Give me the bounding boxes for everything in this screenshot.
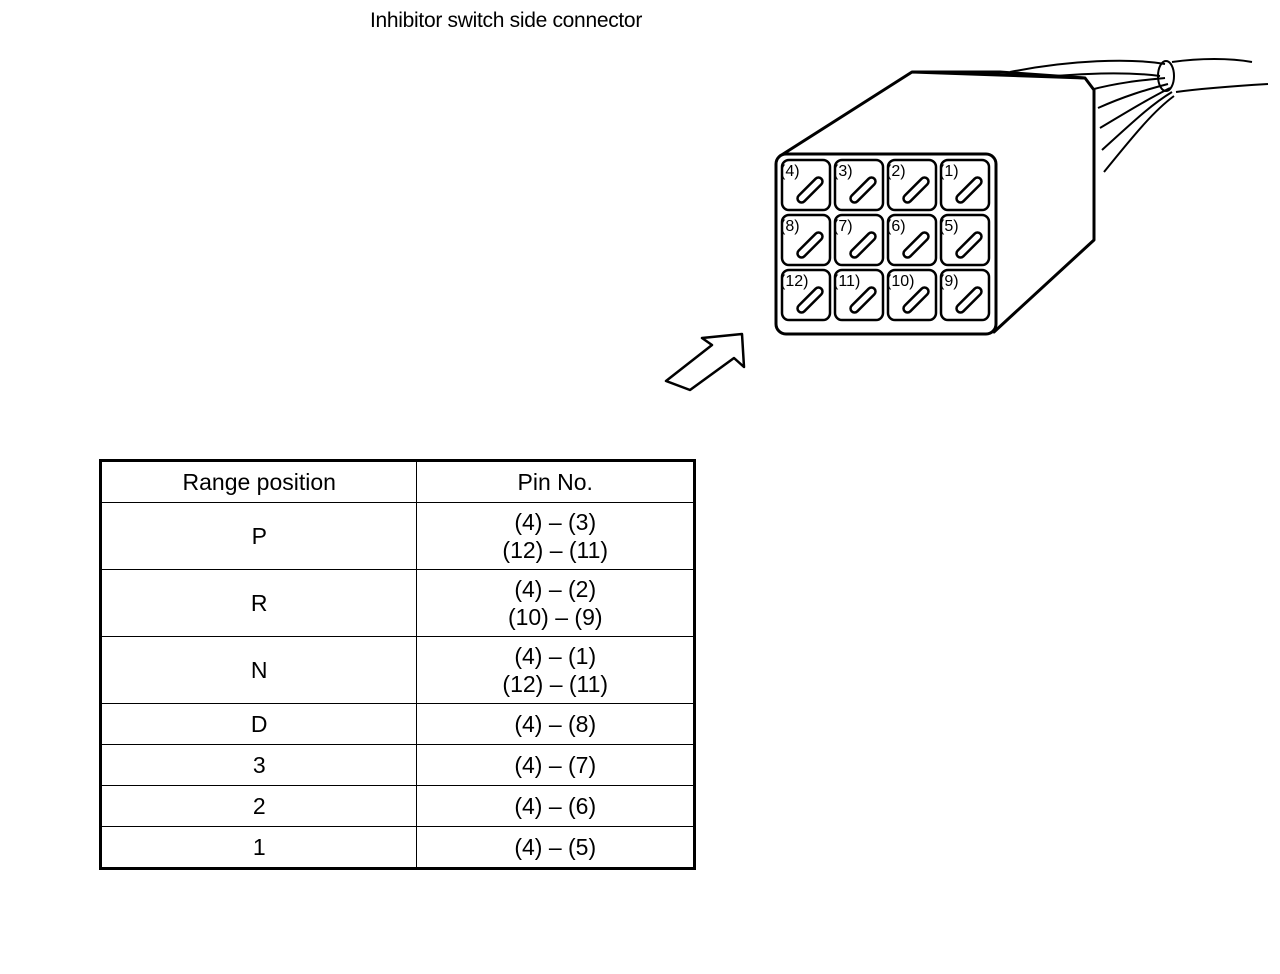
pin-label: (11) (833, 273, 860, 290)
pin-cavity (780, 158, 832, 212)
pin-cavity (886, 158, 938, 212)
pin-pair: (12) – (11) (502, 537, 609, 563)
connector-pin: (10) (886, 268, 938, 322)
range-cell: 3 (99, 744, 418, 786)
pin-terminal (849, 176, 877, 204)
pin-cavity (780, 268, 832, 322)
table-row: R (4) – (2) (10) – (9) (99, 569, 695, 637)
pin-cell: (4) – (7) (416, 744, 695, 786)
header-range-position: Range position (99, 460, 418, 503)
table-row: 2 (4) – (6) (99, 785, 695, 827)
wire-harness (1009, 58, 1269, 173)
connector-pin: (1) (939, 158, 991, 212)
pin-pair: (4) – (1) (514, 643, 597, 669)
range-pin-table: Range position Pin No. P (4) – (3) (12) … (99, 459, 696, 870)
pin-cavity (886, 213, 938, 267)
range-cell: P (99, 502, 418, 570)
connector-pin: (9) (939, 268, 991, 322)
pin-pair: (12) – (11) (502, 671, 609, 697)
pin-pair: (10) – (9) (507, 604, 603, 630)
pin-terminal (955, 176, 983, 204)
connector-pin: (2) (886, 158, 938, 212)
pin-terminal (902, 231, 930, 259)
range-cell: R (99, 569, 418, 637)
pin-label: (7) (833, 218, 853, 235)
pin-label: (8) (780, 218, 800, 235)
pin-label: (2) (886, 163, 906, 180)
pin-cavity (939, 213, 991, 267)
pin-cavity (939, 268, 991, 322)
table-row: 3 (4) – (7) (99, 744, 695, 786)
range-cell: D (99, 703, 418, 745)
table-row: 1 (4) – (5) (99, 826, 695, 869)
pin-terminal (849, 286, 877, 314)
pin-cell: (4) – (8) (416, 703, 695, 745)
pin-cavity (886, 268, 938, 322)
pin-pair: (4) – (3) (514, 509, 597, 535)
diagram-title: Inhibitor switch side connector (370, 9, 643, 32)
connector-pin: (3) (833, 158, 885, 212)
pin-label: (6) (886, 218, 906, 235)
pin-label: (9) (939, 273, 959, 290)
pin-pair: (4) – (8) (514, 711, 597, 737)
pin-pair: (4) – (5) (514, 834, 597, 860)
table-row: D (4) – (8) (99, 703, 695, 745)
pin-cavity (833, 268, 885, 322)
pin-cavity (833, 158, 885, 212)
pin-cell: (4) – (3) (12) – (11) (416, 502, 695, 570)
pin-pair: (4) – (2) (514, 576, 597, 602)
connector-pin: (8) (780, 213, 832, 267)
pin-label: (4) (780, 163, 800, 180)
pin-pair: (4) – (6) (514, 793, 597, 819)
pin-cell: (4) – (2) (10) – (9) (416, 569, 695, 637)
connector-pin: (5) (939, 213, 991, 267)
pin-cell: (4) – (1) (12) – (11) (416, 636, 695, 704)
pin-cavity (939, 158, 991, 212)
pin-label: (1) (939, 163, 959, 180)
range-cell: N (99, 636, 418, 704)
pin-grid: (4) (3) (2) (1) (8) (7) (6) (5) (12) (11) (10) (9) (780, 158, 991, 322)
pin-label: (3) (833, 163, 853, 180)
connector-pin: (6) (886, 213, 938, 267)
connector-pin: (4) (780, 158, 832, 212)
pin-terminal (849, 231, 877, 259)
pin-cell: (4) – (6) (416, 785, 695, 827)
table-row: P (4) – (3) (12) – (11) (99, 502, 695, 570)
pin-terminal (796, 176, 824, 204)
pin-terminal (902, 286, 930, 314)
pin-cell: (4) – (5) (416, 826, 695, 869)
connector-pin: (11) (833, 268, 885, 322)
pin-label: (5) (939, 218, 959, 235)
pin-terminal (796, 286, 824, 314)
range-cell: 1 (99, 826, 418, 869)
pin-pair: (4) – (7) (514, 752, 597, 778)
pin-terminal (796, 231, 824, 259)
pin-cavity (833, 213, 885, 267)
connector-pin: (7) (833, 213, 885, 267)
pin-terminal (902, 176, 930, 204)
connector-pin: (12) (780, 268, 832, 322)
pin-cavity (780, 213, 832, 267)
arrow-icon (664, 332, 746, 392)
header-pin-no: Pin No. (416, 460, 695, 503)
pin-terminal (955, 231, 983, 259)
pin-label: (12) (780, 273, 808, 290)
pin-label: (10) (886, 273, 914, 290)
table-row: N (4) – (1) (12) – (11) (99, 636, 695, 704)
range-cell: 2 (99, 785, 418, 827)
pin-terminal (955, 286, 983, 314)
